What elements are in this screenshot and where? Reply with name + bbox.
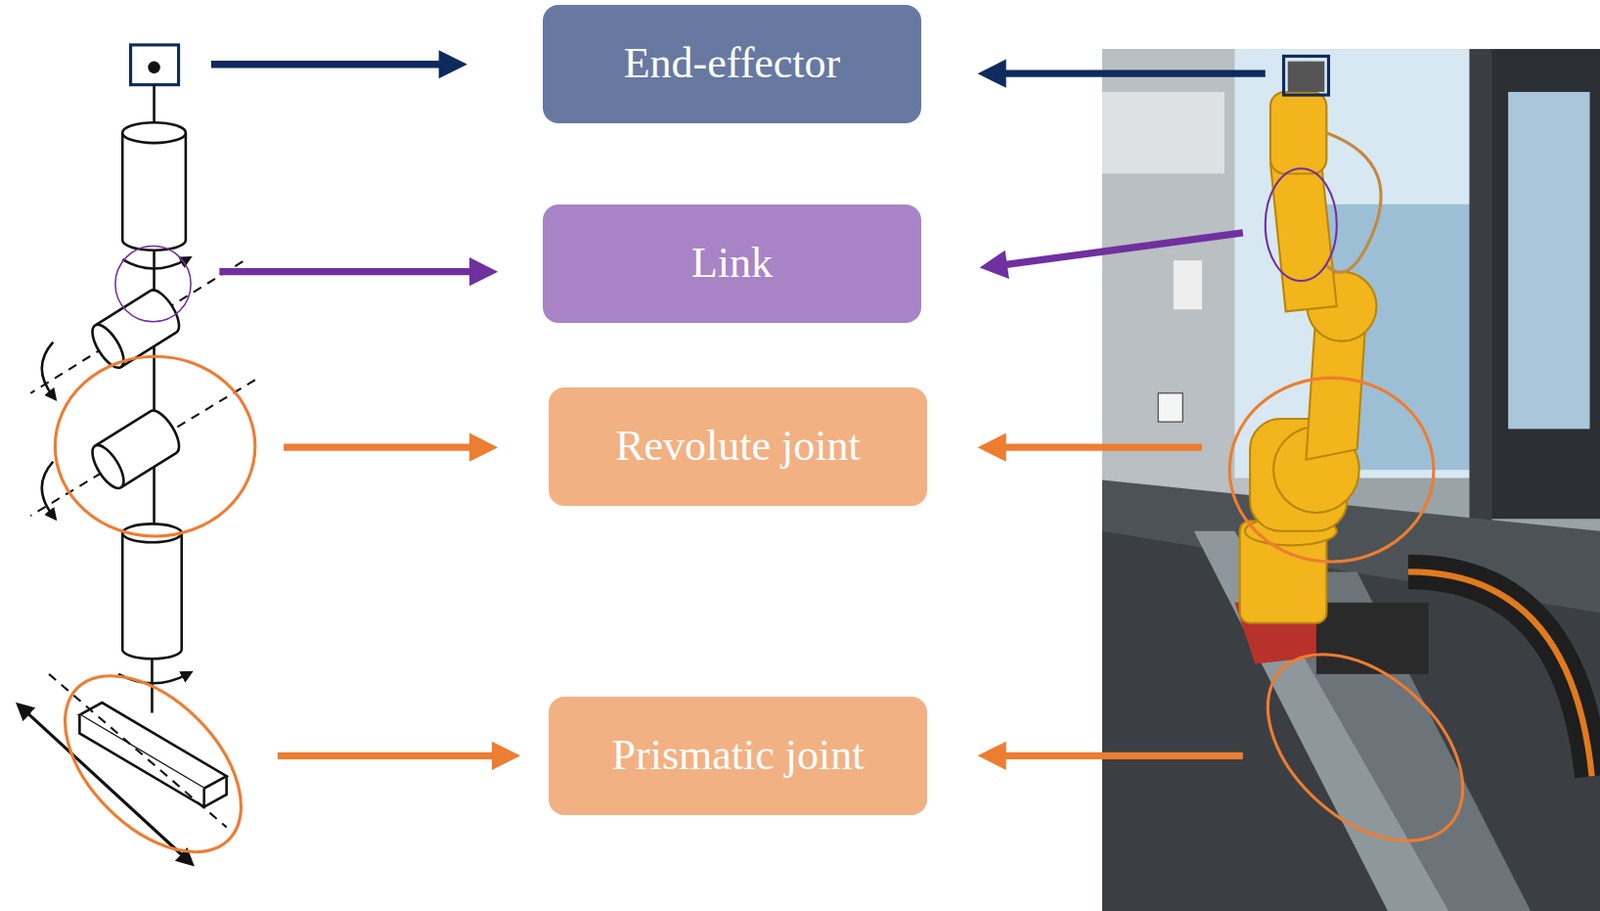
- box-label: End-effector: [623, 40, 842, 88]
- box-label: Link: [691, 239, 773, 287]
- joint-box: Prismatic joint: [548, 696, 928, 815]
- kinematic-schematic: [18, 44, 256, 864]
- end-effector-marker: [1284, 55, 1330, 95]
- joint-box: Revolute joint: [548, 387, 928, 506]
- prismatic-marker: [1232, 617, 1498, 877]
- robot-photo: [1102, 48, 1600, 911]
- box-label: Revolute joint: [615, 422, 861, 470]
- box-label: Prismatic joint: [612, 731, 865, 779]
- link-marker: [115, 246, 191, 322]
- leader-arrows: [211, 49, 1266, 770]
- end-effector-box: End-effector: [542, 4, 922, 124]
- link-box: Link: [542, 204, 922, 323]
- revolute-marker: [54, 355, 256, 536]
- link-marker: [1265, 168, 1337, 281]
- prismatic-marker: [32, 642, 273, 884]
- revolute-marker: [1229, 377, 1434, 562]
